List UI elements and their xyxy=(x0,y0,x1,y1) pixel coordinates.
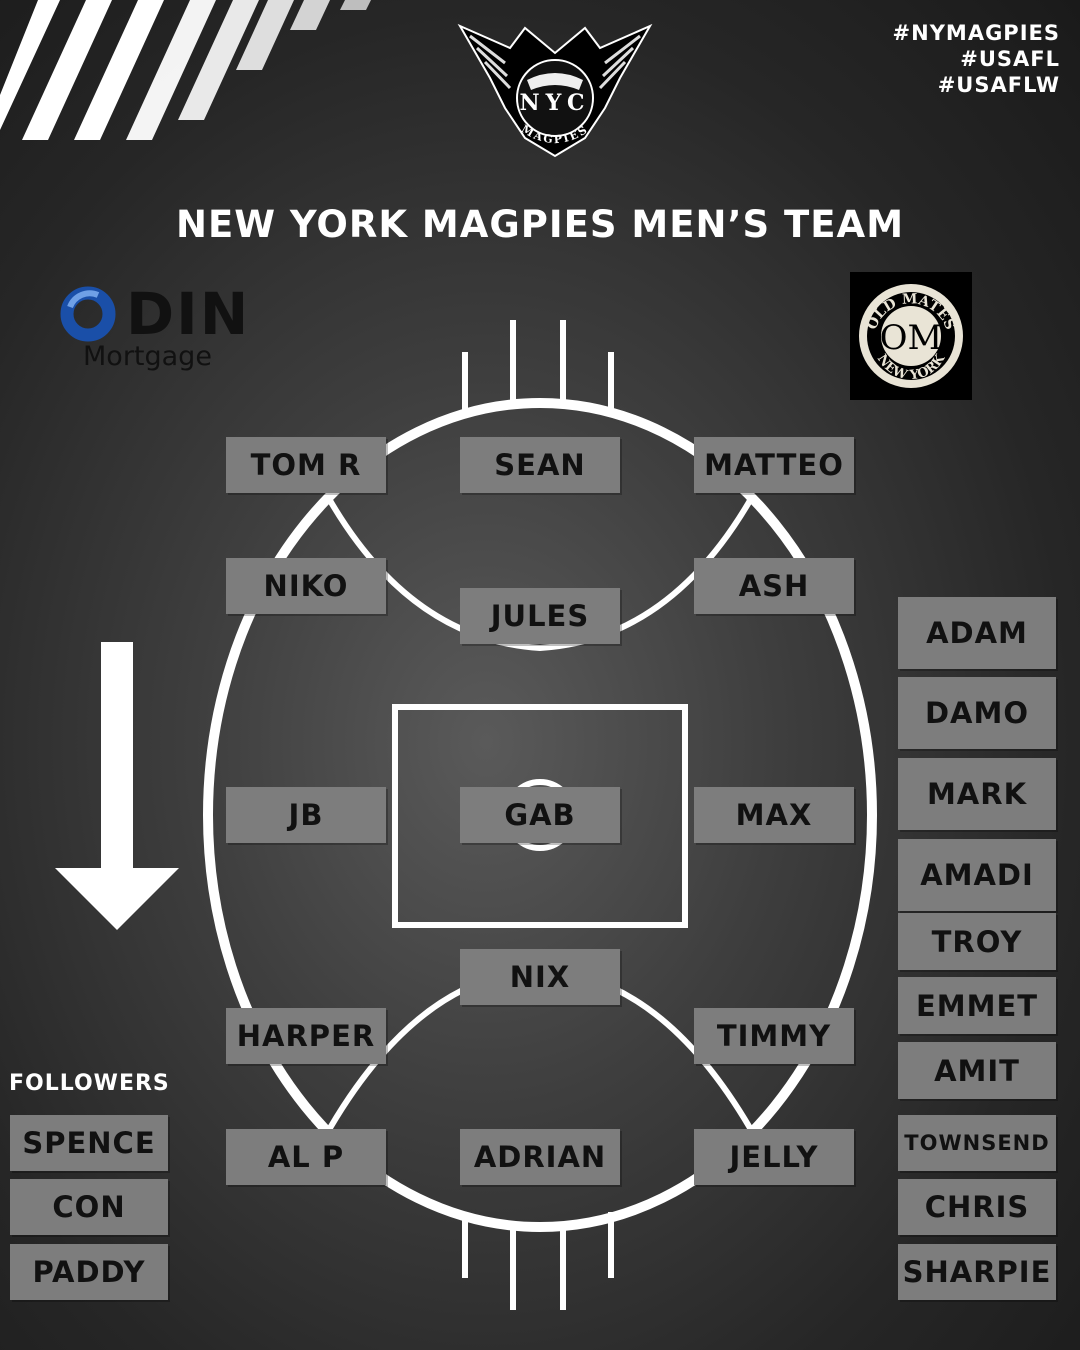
follower-box: CON xyxy=(10,1179,168,1235)
old-mates-sponsor-logo: OM OLD MATES NEW YORK xyxy=(850,272,972,400)
hashtags: #NYMAGPIES #USAFL #USAFLW xyxy=(893,20,1060,98)
odin-subtitle: Mortgage xyxy=(83,341,212,372)
down-arrow-icon xyxy=(55,642,179,930)
hashtag: #USAFL xyxy=(960,47,1060,71)
odin-word: DIN xyxy=(126,280,251,348)
page-title: NEW YORK MAGPIES MEN’S TEAM xyxy=(175,203,905,246)
old-mates-monogram: OM xyxy=(880,318,943,358)
logo-nyc-text: NYC xyxy=(520,90,591,116)
diagonal-stripes xyxy=(0,0,420,140)
odin-mortgage-sponsor: DIN Mortgage xyxy=(58,285,258,375)
bench-box: ADAM xyxy=(898,597,1056,669)
bench-box: TOWNSEND xyxy=(898,1115,1056,1171)
magpies-club-logo: NYC MAGPIES xyxy=(455,18,655,158)
position-box: SEAN xyxy=(460,437,620,493)
position-box: ADRIAN xyxy=(460,1129,620,1185)
position-box: NIKO xyxy=(226,558,386,614)
bench-box: AMADI xyxy=(898,839,1056,911)
followers-label: FOLLOWERS xyxy=(9,1071,170,1096)
hashtag: #NYMAGPIES xyxy=(892,21,1060,45)
follower-box: PADDY xyxy=(10,1244,168,1300)
position-box: GAB xyxy=(460,787,620,843)
bench-box: AMIT xyxy=(898,1042,1056,1099)
position-box: JB xyxy=(226,787,386,843)
position-box: MAX xyxy=(694,787,854,843)
position-box: MATTEO xyxy=(694,437,854,493)
position-box: NIX xyxy=(460,949,620,1005)
position-box: JELLY xyxy=(694,1129,854,1185)
bench-box: EMMET xyxy=(898,977,1056,1034)
position-box: AL P xyxy=(226,1129,386,1185)
position-box: TIMMY xyxy=(694,1008,854,1064)
bench-box: SHARPIE xyxy=(898,1244,1056,1300)
bench-box: DAMO xyxy=(898,677,1056,749)
bench-box: MARK xyxy=(898,758,1056,830)
position-box: ASH xyxy=(694,558,854,614)
odin-ring-icon xyxy=(60,286,116,342)
position-box: JULES xyxy=(460,588,620,644)
follower-box: SPENCE xyxy=(10,1115,168,1171)
position-box: HARPER xyxy=(226,1008,386,1064)
boundary-line xyxy=(203,398,877,1232)
bench-box: CHRIS xyxy=(898,1179,1056,1235)
bench-box: TROY xyxy=(898,913,1056,970)
center-square xyxy=(392,704,688,928)
hashtag: #USAFLW xyxy=(937,73,1060,97)
position-box: TOM R xyxy=(226,437,386,493)
